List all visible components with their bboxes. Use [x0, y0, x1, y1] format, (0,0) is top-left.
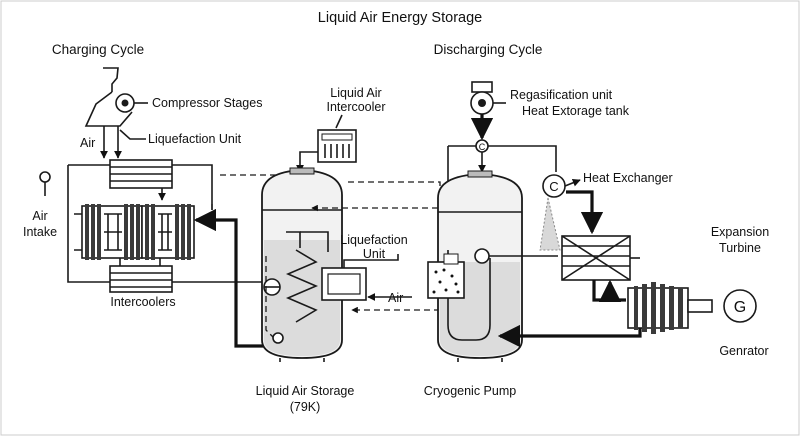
valve-symbol: C: [479, 142, 486, 152]
liquid-air-storage-tank: [261, 167, 343, 362]
regasification-unit-icon: [470, 81, 506, 141]
charging-cycle-heading: Charging Cycle: [52, 42, 144, 57]
liquefaction-unit-box: [321, 254, 399, 301]
air-intake-icon: [39, 171, 51, 183]
intercooler-right: [141, 204, 195, 260]
genrator-label: Genrator: [719, 344, 768, 358]
heat-extorage-tank-label: Heat Extorage tank: [522, 104, 630, 118]
expansion-turbine-label-2: Turbine: [719, 241, 761, 255]
turbine-to-tank-line: [497, 324, 642, 348]
air-intake-label-1: Air: [32, 209, 47, 223]
regasification-unit-label: Regasification unit: [510, 88, 613, 102]
liquefaction-unit-mid-label-1: Liquefaction: [340, 233, 407, 247]
intercooler-left: [74, 204, 143, 260]
cryogenic-pump-label: Cryogenic Pump: [424, 384, 516, 398]
expansion-hx-box: [561, 235, 640, 281]
heat-exchanger-symbol: C: [549, 179, 558, 194]
loop-line-right: [172, 164, 213, 210]
intercooler-leader: [335, 114, 343, 129]
return-flow-line: [193, 208, 276, 348]
heat-exchanger-label: Heat Exchanger: [583, 171, 673, 185]
exchanger-to-hx-line: [566, 190, 604, 235]
loop-line-left: [67, 165, 268, 283]
intercoolers-label: Intercoolers: [110, 295, 175, 309]
liquid-air-intercooler-label-2: Intercooler: [326, 100, 385, 114]
air-label-top: Air: [80, 136, 95, 150]
discharging-cycle-heading: Discharging Cycle: [434, 42, 543, 57]
liquid-air-intercooler-label-1: Liquid Air: [330, 86, 381, 100]
liquid-air-storage-label-1: Liquid Air Storage: [256, 384, 355, 398]
intercooler-bottom-header: [109, 258, 173, 293]
valve-pipes: [448, 145, 557, 172]
dashed-line-right: [348, 181, 441, 200]
expansion-turbine-label-1: Expansion: [711, 225, 769, 239]
expansion-turbine-icon: [627, 282, 713, 334]
spray-nozzle: [528, 197, 561, 257]
heat-exchanger-icon: [542, 174, 581, 198]
liquefaction-header: [109, 159, 173, 201]
air-mid-label: Air: [388, 291, 403, 305]
compressor-stages-label: Compressor Stages: [152, 96, 262, 110]
liquid-air-storage-label-2: (79K): [290, 400, 321, 414]
liquid-air-intercooler-box: [296, 129, 357, 173]
liquefaction-unit-mid-label-2: Unit: [363, 247, 386, 261]
cryogenic-tank: [427, 170, 528, 362]
air-intake-label-2: Intake: [23, 225, 57, 239]
compressor-stages-icon: [84, 67, 148, 127]
generator-icon: [723, 289, 757, 323]
diagram-title: Liquid Air Energy Storage: [318, 10, 482, 26]
liquefaction-leader-line: [119, 129, 146, 140]
liquefaction-unit-top-label: Liquefaction Unit: [148, 132, 242, 146]
generator-symbol: G: [734, 299, 746, 316]
